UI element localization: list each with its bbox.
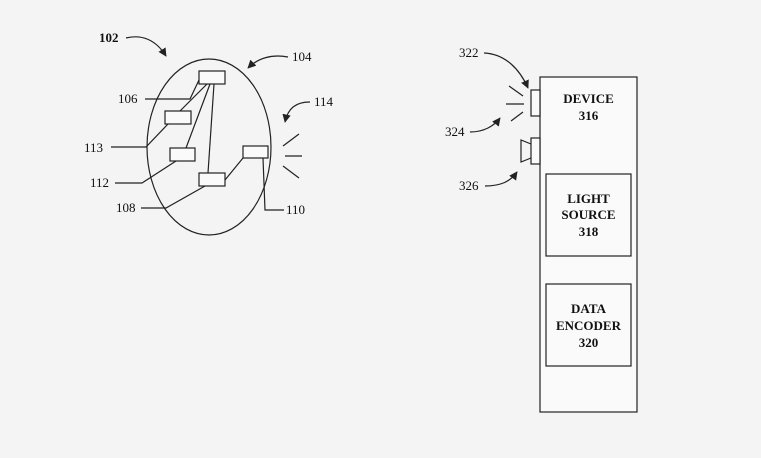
light-source-line2: SOURCE <box>561 207 615 222</box>
node-106 <box>198 70 226 85</box>
light-rays-324 <box>506 85 524 122</box>
sensor-326 <box>530 137 541 165</box>
label-110: 110 <box>286 202 305 217</box>
arrow-102 <box>125 36 167 57</box>
sensor-cone <box>520 139 532 163</box>
label-106: 106 <box>118 91 138 106</box>
label-102: 102 <box>99 30 119 45</box>
leader-112 <box>115 160 177 184</box>
node-110 <box>242 145 269 159</box>
network-ellipse <box>146 58 272 236</box>
link-106-112 <box>185 83 211 149</box>
light-rays-114 <box>282 133 302 179</box>
data-encoder-number: 320 <box>579 335 599 350</box>
arrow-114 <box>282 101 311 123</box>
node-108 <box>198 172 226 187</box>
label-114: 114 <box>314 94 334 109</box>
label-108: 108 <box>116 200 136 215</box>
light-source-box-318 <box>545 173 632 257</box>
arrow-326 <box>484 171 518 187</box>
link-106-108 <box>207 83 215 174</box>
device-title: DEVICE <box>563 91 614 106</box>
data-encoder-line1: DATA <box>571 301 607 316</box>
leader-106 <box>145 79 200 100</box>
emitter-322 <box>530 89 541 117</box>
link-106-113 <box>179 83 208 112</box>
light-source-line1: LIGHT <box>567 191 610 206</box>
data-encoder-box-320 <box>545 283 632 367</box>
left-figure: 102 104 106 113 112 108 110 <box>84 30 334 236</box>
label-324: 324 <box>445 124 465 139</box>
label-322: 322 <box>459 45 479 60</box>
arrow-104 <box>247 55 289 69</box>
light-source-number: 318 <box>579 224 599 239</box>
label-104: 104 <box>292 49 312 64</box>
right-figure: DEVICE 316 LIGHT SOURCE 318 DATA ENCODER… <box>445 45 638 413</box>
arrow-324 <box>469 117 501 133</box>
link-108-110 <box>224 157 244 181</box>
label-113: 113 <box>84 140 103 155</box>
device-number: 316 <box>579 108 599 123</box>
leader-113 <box>111 123 169 148</box>
label-112: 112 <box>90 175 109 190</box>
leader-108 <box>141 185 206 209</box>
arrow-322 <box>483 52 529 89</box>
label-326: 326 <box>459 178 479 193</box>
node-113 <box>164 110 192 125</box>
data-encoder-line2: ENCODER <box>556 318 622 333</box>
node-112 <box>169 147 196 162</box>
leader-110 <box>262 157 284 211</box>
